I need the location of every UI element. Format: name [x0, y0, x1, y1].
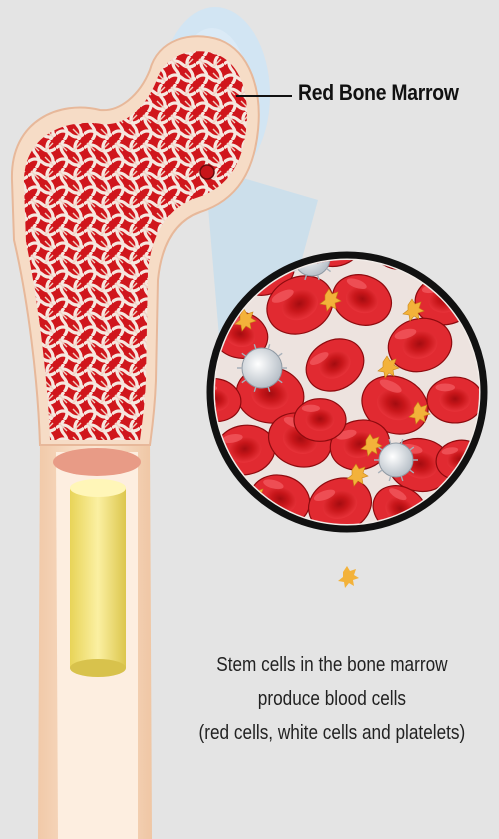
- red-blood-cell: [427, 377, 483, 423]
- caption-line-3: (red cells, white cells and platelets): [190, 716, 474, 750]
- platelet-outside: [338, 566, 359, 588]
- platelet: [360, 204, 381, 226]
- red-blood-cell: [294, 399, 346, 442]
- yellow-marrow-top: [70, 479, 126, 497]
- yellow-marrow-bottom: [70, 659, 126, 677]
- caption-line-2: produce blood cells: [190, 682, 474, 716]
- caption: Stem cells in the bone marrow produce bl…: [190, 648, 474, 750]
- cavity-rim: [53, 448, 141, 476]
- marrow-location-dot: [200, 165, 214, 179]
- red-bone-marrow-label: Red Bone Marrow: [298, 80, 459, 106]
- caption-line-1: Stem cells in the bone marrow: [190, 648, 474, 682]
- yellow-marrow: [70, 488, 126, 668]
